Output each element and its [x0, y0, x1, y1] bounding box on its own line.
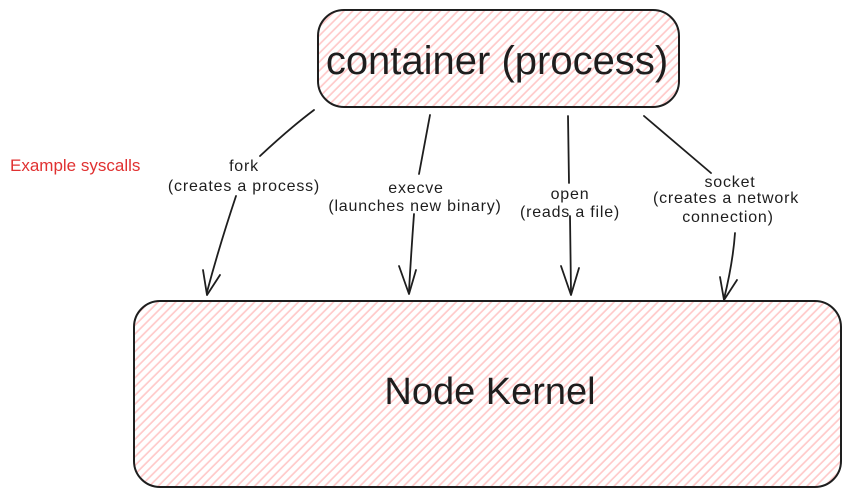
svg-text:Node Kernel: Node Kernel: [384, 371, 595, 413]
svg-text:socket: socket: [704, 174, 755, 191]
svg-text:Example syscalls: Example syscalls: [10, 156, 140, 175]
svg-text:open: open: [551, 186, 590, 203]
svg-text:(creates a process): (creates a process): [168, 178, 320, 195]
svg-text:(reads a file): (reads a file): [520, 204, 620, 221]
svg-text:execve: execve: [388, 180, 444, 197]
svg-text:fork: fork: [229, 158, 259, 175]
svg-text:container (process): container (process): [326, 39, 668, 83]
svg-text:connection): connection): [682, 209, 774, 226]
svg-text:(launches new binary): (launches new binary): [328, 198, 501, 215]
svg-text:(creates a network: (creates a network: [653, 190, 799, 207]
